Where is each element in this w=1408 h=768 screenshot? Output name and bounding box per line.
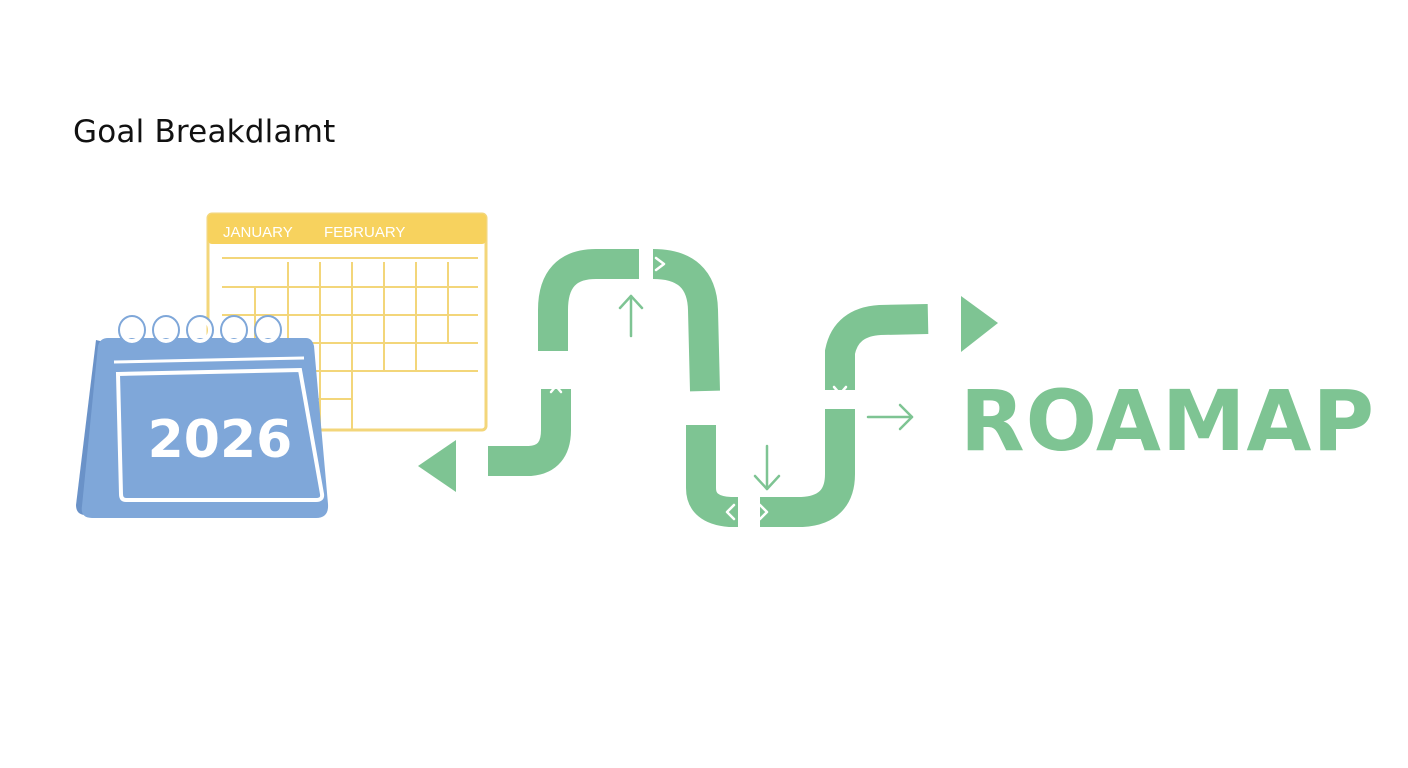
chevron-left-icon xyxy=(725,503,736,521)
right-arrow-icon xyxy=(961,296,998,352)
calendar-year: 2026 xyxy=(148,410,293,470)
down-arrow-icon xyxy=(753,444,781,491)
right-small-arrow-icon xyxy=(866,403,914,431)
roadmap-label: ROAMAP xyxy=(960,372,1376,470)
month-label-january: JANUARY xyxy=(223,224,293,241)
chevron-up-icon xyxy=(549,384,563,394)
up-arrow-icon xyxy=(618,294,644,338)
chevron-down-icon xyxy=(832,385,848,396)
chevron-right-icon xyxy=(654,256,666,272)
desk-calendar-2026: 2026 xyxy=(76,315,329,518)
roadmap-path xyxy=(488,249,929,527)
chevron-right-icon xyxy=(758,503,769,521)
left-arrow-icon xyxy=(418,440,456,492)
page-title: Goal Breakdlamt xyxy=(73,114,336,150)
month-label-february: FEBRUARY xyxy=(324,224,405,241)
